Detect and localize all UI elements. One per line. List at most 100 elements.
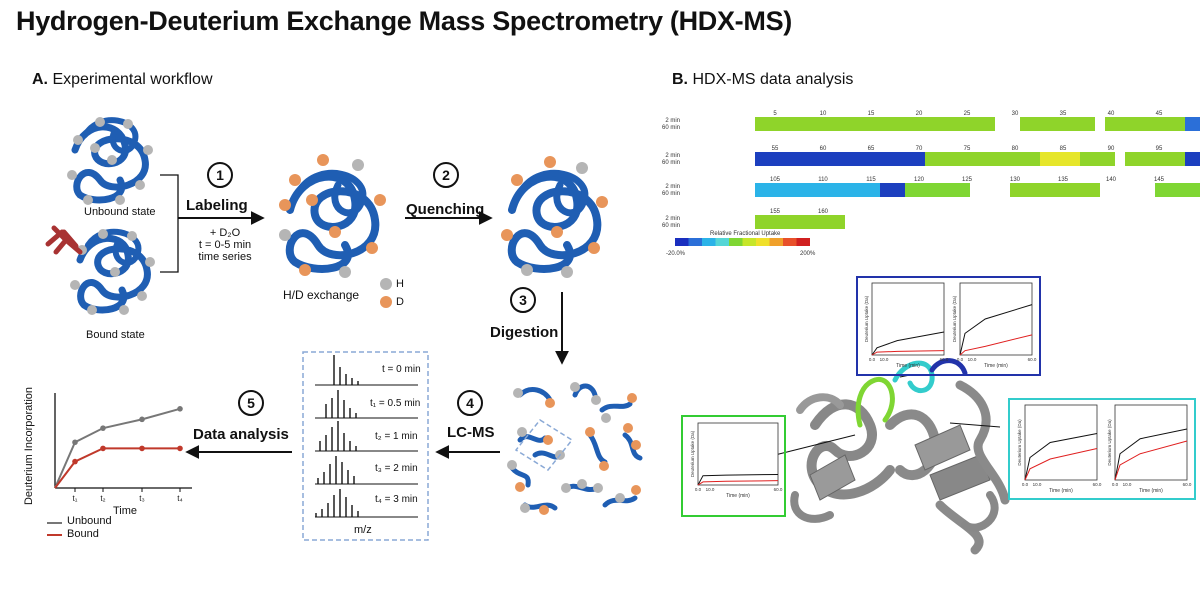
mini-plot-xtick: 0.0 bbox=[869, 357, 876, 362]
panel-b-title: B. HDX-MS data analysis bbox=[672, 71, 853, 89]
page-title: Hydrogen-Deuterium Exchange Mass Spectro… bbox=[16, 6, 792, 36]
mini-plot-xtick: 10.0 bbox=[968, 357, 977, 362]
mini-plot-unbound-line bbox=[697, 473, 779, 486]
heatmap-residue-number: 115 bbox=[866, 177, 876, 183]
heatmap-residue-number: 135 bbox=[1058, 177, 1069, 183]
panel-a-text: Experimental workflow bbox=[52, 71, 213, 88]
legend-bound-label: Bound bbox=[67, 528, 99, 540]
heatmap-cell bbox=[1185, 152, 1200, 166]
panel-a-letter: A. bbox=[32, 71, 48, 88]
heatmap-residue-number: 30 bbox=[1012, 111, 1019, 117]
heatmap-residue-number: 40 bbox=[1108, 111, 1115, 117]
uptake-point-bound bbox=[139, 445, 145, 452]
colorbar-title: Relative Fractional Uptake bbox=[710, 231, 781, 237]
uptake-point-bound bbox=[177, 445, 183, 452]
uptake-x-tick-label: t₄ bbox=[177, 494, 183, 503]
mini-plot-ylabel: Deuterium Uptake (Da) bbox=[1107, 419, 1112, 466]
states-bracket bbox=[160, 174, 179, 273]
heatmap-residue-number: 145 bbox=[1154, 177, 1165, 183]
mini-plot-xlabel: Time (min) bbox=[1139, 488, 1163, 494]
step-5-label: Data analysis bbox=[193, 426, 289, 443]
uptake-ylabel: Deuterium Incorporation bbox=[23, 386, 36, 506]
green-region bbox=[855, 376, 895, 428]
cyan-box bbox=[1008, 398, 1196, 500]
uptake-point-bound bbox=[72, 458, 78, 465]
d-legend-marker bbox=[380, 296, 392, 308]
uptake-point-unbound bbox=[72, 439, 78, 446]
mini-plot-xtick: 10.0 bbox=[706, 487, 715, 492]
heatmap-row-label: 2 min bbox=[665, 153, 680, 159]
heatmap-cell bbox=[1125, 152, 1185, 166]
labeling-conditions: + D₂O t = 0-5 min time series bbox=[198, 227, 252, 263]
heatmap-row-label: 2 min bbox=[665, 216, 680, 222]
mini-plot-xtick: 0.0 bbox=[1022, 482, 1029, 487]
heatmap-residue-number: 15 bbox=[868, 111, 875, 117]
uptake-xlabel: Time bbox=[113, 505, 138, 517]
heatmap-residue-number: 70 bbox=[916, 146, 923, 152]
colorbar-max: 200% bbox=[800, 251, 816, 257]
uptake-point-unbound bbox=[100, 425, 106, 431]
antibody-icon bbox=[45, 225, 83, 255]
heatmap-residue-number: 85 bbox=[1060, 146, 1067, 152]
step-5-circle: 5 bbox=[238, 390, 264, 416]
heatmap-residue-number: 95 bbox=[1156, 146, 1163, 152]
heatmap-residue-number: 155 bbox=[770, 209, 781, 215]
step-2-circle: 2 bbox=[433, 162, 459, 188]
heatmap-residue-number: 105 bbox=[770, 177, 781, 183]
step-1-circle: 1 bbox=[207, 162, 233, 188]
heatmap-cell bbox=[1155, 183, 1200, 197]
mini-plot-xtick: 60.0 bbox=[1093, 482, 1102, 487]
uptake-point-unbound bbox=[139, 416, 145, 423]
pointer-line-green bbox=[774, 434, 856, 456]
mini-plot-ylabel: Deuterium Uptake (Da) bbox=[690, 430, 695, 477]
colorbar: Relative Fractional Uptake-20.0%200% bbox=[666, 231, 816, 257]
heatmap-cell bbox=[1105, 117, 1185, 131]
heatmap-residue-number: 65 bbox=[868, 146, 875, 152]
bound-protein-icon bbox=[70, 228, 155, 315]
labeling-condition-d2o: + D₂O bbox=[209, 227, 241, 239]
mini-plot-frame bbox=[871, 282, 945, 356]
mini-plot-xlabel: Time (min) bbox=[726, 493, 750, 499]
heatmap-cell bbox=[1185, 117, 1200, 131]
uptake-point-bound bbox=[100, 445, 106, 452]
heatmap-cell bbox=[755, 183, 880, 197]
step-4-circle: 4 bbox=[457, 390, 483, 416]
heatmap-residue-number: 130 bbox=[1010, 177, 1021, 183]
mini-plot-xtick: 10.0 bbox=[1123, 482, 1132, 487]
colorbar-segment bbox=[742, 238, 756, 246]
mini-plot-unbound-line bbox=[871, 331, 945, 356]
heatmap-row-label: 60 min bbox=[662, 223, 680, 229]
protein-structure-icon bbox=[790, 358, 1010, 555]
mini-plot-unbound-line bbox=[1024, 433, 1098, 481]
heatmap-residue-number: 20 bbox=[916, 111, 923, 117]
legend-unbound-label: Unbound bbox=[67, 515, 112, 527]
blue-box bbox=[856, 276, 1041, 376]
heatmap-residue-number: 45 bbox=[1156, 111, 1163, 117]
mini-plot-xtick: 60.0 bbox=[1028, 357, 1037, 362]
colorbar-segment bbox=[729, 238, 743, 246]
panel-b-text: HDX-MS data analysis bbox=[692, 71, 854, 88]
mini-plot-unbound-line bbox=[959, 304, 1033, 356]
spectrum-label-t1: t₁ = 0.5 min bbox=[370, 398, 421, 409]
mini-plot-ylabel: Deuterium Uptake (Da) bbox=[864, 295, 869, 342]
mini-plot-xtick: 0.0 bbox=[695, 487, 702, 492]
heatmap-row-label: 2 min bbox=[665, 118, 680, 124]
colorbar-segment bbox=[783, 238, 797, 246]
mini-plot-frame bbox=[1114, 404, 1188, 481]
heatmap-cell bbox=[905, 183, 970, 197]
heatmap-cell bbox=[1020, 117, 1095, 131]
heatmap-residue-number: 125 bbox=[962, 177, 973, 183]
bound-state-label: Bound state bbox=[86, 329, 145, 341]
mini-plot-xtick: 0.0 bbox=[1112, 482, 1119, 487]
colorbar-segment bbox=[675, 238, 689, 246]
mini-plot-bound-line bbox=[1114, 440, 1188, 481]
mini-plot-xtick: 60.0 bbox=[940, 357, 949, 362]
mini-plot-frame bbox=[959, 282, 1033, 356]
uptake-point-unbound bbox=[177, 406, 183, 412]
heatmap-residue-number: 80 bbox=[1012, 146, 1019, 152]
mini-plot-frame bbox=[1024, 404, 1098, 481]
mini-plot-ylabel: Deuterium Uptake (Da) bbox=[1017, 419, 1022, 466]
